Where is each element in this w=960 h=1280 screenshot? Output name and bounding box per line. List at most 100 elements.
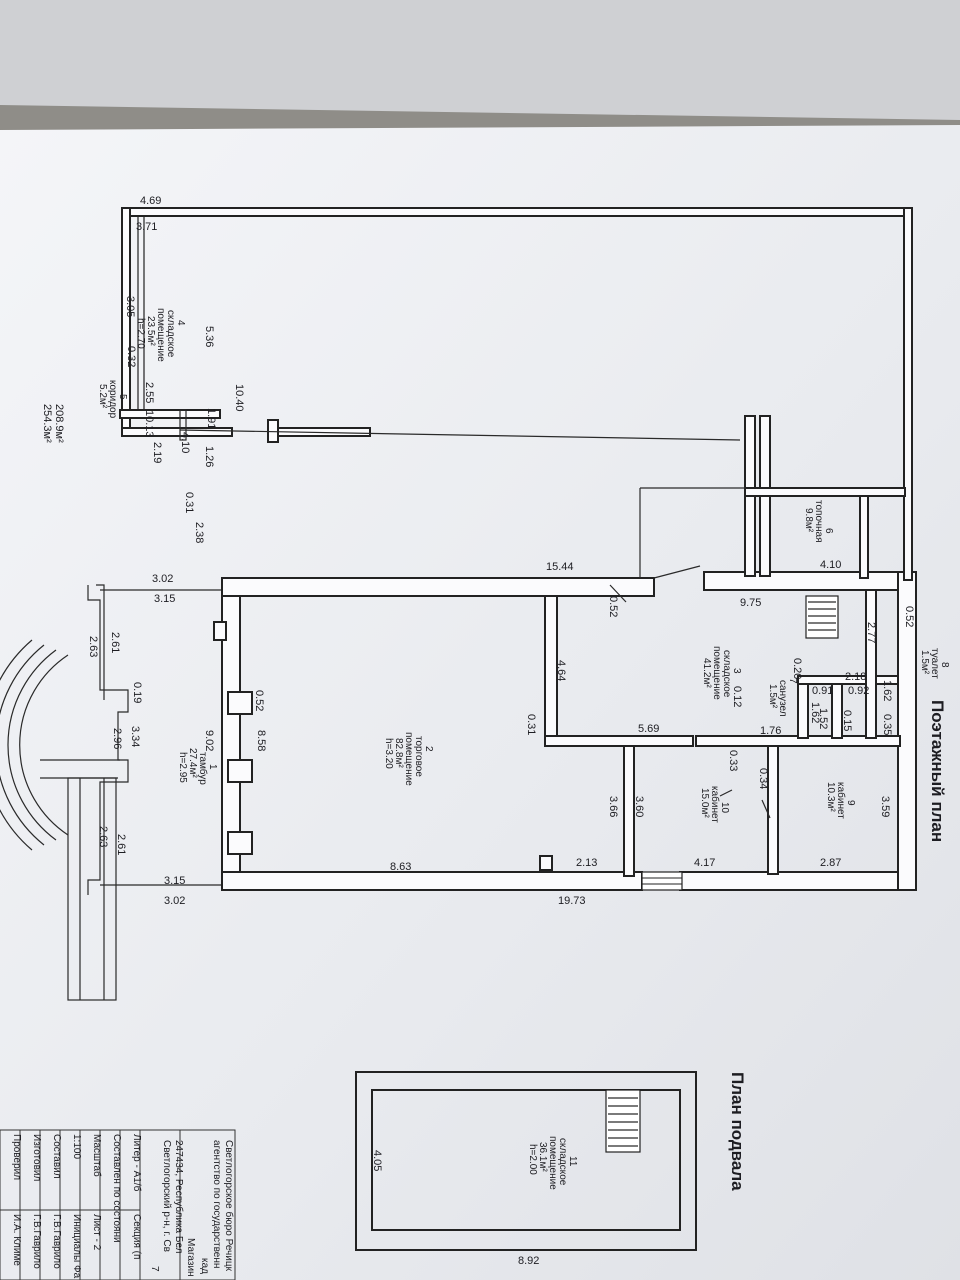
room-8-area: 1.5м²	[919, 650, 930, 675]
room-11-name1: складское	[557, 1138, 568, 1186]
room-2-num: 2	[423, 746, 434, 752]
dim: 0.19	[131, 682, 143, 703]
room-9-area: 10.3м²	[825, 782, 836, 812]
dim: 4.10	[179, 432, 191, 453]
dim: 3.34	[129, 726, 141, 747]
room-10-name: кабинет	[709, 786, 721, 823]
room-10-area: 15.0м²	[699, 788, 710, 818]
room-3-name1: складское	[721, 650, 732, 698]
dimension-labels: 4.69 3.71 3.05 5.36 0.32 10.40 2.55 10.1…	[41, 195, 915, 1267]
dim: 4.17	[694, 857, 715, 869]
plan-labels: Поэтажный план План подвала 4 складское …	[97, 308, 950, 1191]
dim: 3.02	[164, 895, 185, 907]
room-1-height: h=2.95	[177, 752, 188, 783]
dim: 2.96	[111, 728, 123, 749]
dim: 0.52	[253, 690, 265, 711]
title-cell: Инициалы Фа	[71, 1214, 82, 1279]
room-2-height: h=3.20	[383, 738, 394, 769]
dim: 3.05	[124, 296, 136, 317]
room-6-area: 9.8м²	[803, 508, 814, 533]
dim: 3.60	[633, 796, 645, 817]
room-7-name: санузел	[777, 680, 788, 717]
dim: 2.19	[151, 442, 163, 463]
title-cell: Секция (п	[131, 1214, 142, 1259]
title-line: Светлогорский р-н, г. Св	[161, 1140, 172, 1252]
dim: 3.02	[152, 573, 173, 585]
dim: 8.92	[518, 1255, 539, 1267]
dim: 3.15	[164, 875, 185, 887]
basement-plan	[355, 1071, 697, 1251]
title-cell: Г.В.Гаврило	[31, 1214, 42, 1269]
total-area-2: 254.3м²	[41, 404, 53, 443]
dim: 0.20	[791, 658, 803, 679]
title-cell: Масштаб	[91, 1134, 103, 1177]
dim: 2.18	[845, 671, 866, 683]
floor-plan-walls	[119, 207, 917, 891]
dim: 2.61	[109, 632, 121, 653]
title-line: кад	[199, 1258, 210, 1274]
dim: 10.40	[233, 384, 245, 412]
dim: 2.38	[193, 522, 205, 543]
dim: 2.87	[820, 857, 841, 869]
room-7-area: 1.5м²	[767, 684, 778, 709]
dim: 0.33	[727, 750, 739, 771]
room-1-name: тамбур	[197, 752, 209, 785]
title-line: Магазин	[185, 1238, 196, 1277]
title-cell: Составил	[51, 1134, 62, 1179]
room-3-num: 3	[731, 668, 742, 674]
dim: 0.15	[841, 710, 853, 731]
dim: 0.12	[731, 686, 743, 707]
dim: 1.62	[809, 702, 821, 723]
title-block	[0, 1129, 236, 1280]
title-cell: Лист - 2	[91, 1214, 102, 1251]
room-11-name2: помещение	[547, 1136, 558, 1190]
title-line: агентство по государственн	[211, 1140, 222, 1268]
room-4-area: 23.5м²	[145, 316, 156, 346]
dim: 4.05	[371, 1150, 383, 1171]
dim: 2.61	[115, 834, 127, 855]
dim: 0.32	[125, 346, 137, 367]
dim: 0.31	[183, 492, 195, 513]
room-4-name2: помещение	[155, 308, 166, 362]
room-3-name2: помещение	[711, 646, 722, 700]
dim: 9.02	[203, 730, 215, 751]
title-cell: Литер - А1/б	[131, 1134, 143, 1192]
dim: 5.36	[203, 326, 215, 347]
dim: 2.13	[576, 857, 597, 869]
dim: 9.75	[740, 597, 761, 609]
room-2-name2: помещение	[403, 732, 414, 786]
title-cell: Проверил	[11, 1134, 22, 1180]
room-1-area: 27.4м²	[187, 748, 198, 778]
floor-plan-heading: Поэтажный план	[928, 700, 947, 842]
room-8-num: 8	[939, 662, 950, 668]
dim: 2.55	[143, 382, 155, 403]
dim: 1.76	[760, 725, 781, 737]
dim: 0.92	[848, 685, 869, 697]
room-4-height: h=2.70	[135, 318, 146, 349]
dim: 1.62	[881, 680, 893, 701]
room-6-num: 6	[823, 528, 834, 534]
dim: 2.63	[87, 636, 99, 657]
dim: 4.10	[820, 559, 841, 571]
dim: 3.71	[136, 221, 157, 233]
dim: 0.34	[757, 768, 769, 789]
room-10-num: 10	[719, 802, 730, 814]
dim: 8.58	[255, 730, 267, 751]
room-1-num: 1	[207, 764, 218, 770]
dim: 3.59	[879, 796, 891, 817]
title-cell: И.А. Климе	[11, 1214, 22, 1266]
dim: 2.63	[97, 826, 109, 847]
back-sheet	[0, 0, 960, 120]
room-11-num: 11	[567, 1156, 578, 1167]
title-cell: Изготовил	[31, 1134, 42, 1181]
room-4-name1: складское	[165, 310, 176, 358]
room-5-num: 5	[117, 394, 128, 400]
dim: 8.63	[390, 861, 411, 873]
room-11-height: h=2.00	[527, 1144, 538, 1175]
title-cell: Составлен по состояни	[111, 1134, 122, 1243]
entrance-porch	[0, 584, 232, 1001]
dim: 1.26	[203, 446, 215, 467]
dim: 3.66	[607, 796, 619, 817]
